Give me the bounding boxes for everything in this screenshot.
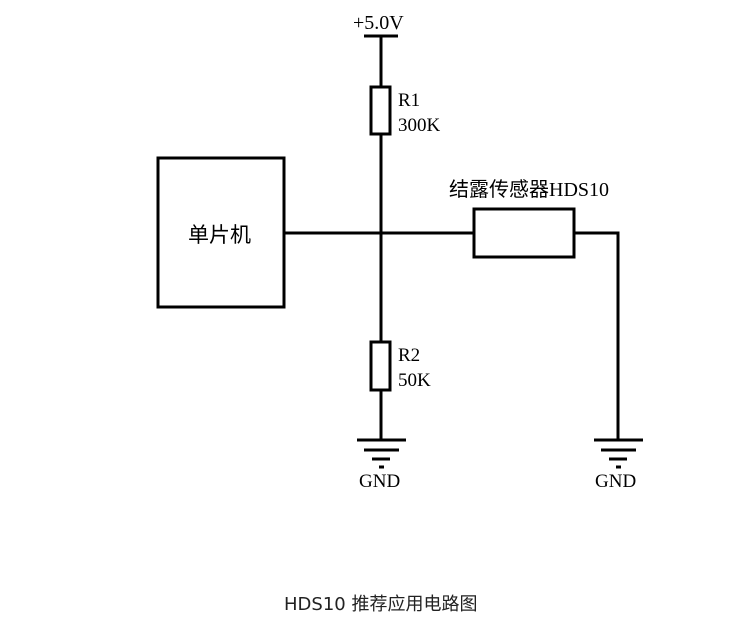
mcu-label: 单片机: [188, 223, 251, 247]
gnd-right-label: GND: [595, 471, 636, 492]
ground-symbol-left: [357, 438, 406, 469]
wire-sensor-gnd: [574, 231, 620, 440]
supply-label: +5.0V: [353, 12, 404, 34]
sensor-box: [472, 207, 576, 259]
resistor-r2: [369, 340, 392, 392]
r1-value: 300K: [398, 115, 441, 136]
diagram-caption: HDS10 推荐应用电路图: [284, 594, 477, 615]
sensor-label: 结露传感器HDS10: [449, 178, 609, 201]
resistor-r1: [369, 85, 392, 136]
r2-value: 50K: [398, 370, 431, 391]
r2-name: R2: [398, 345, 420, 366]
r1-name: R1: [398, 90, 420, 111]
ground-symbol-right: [594, 438, 643, 469]
gnd-left-label: GND: [359, 471, 400, 492]
